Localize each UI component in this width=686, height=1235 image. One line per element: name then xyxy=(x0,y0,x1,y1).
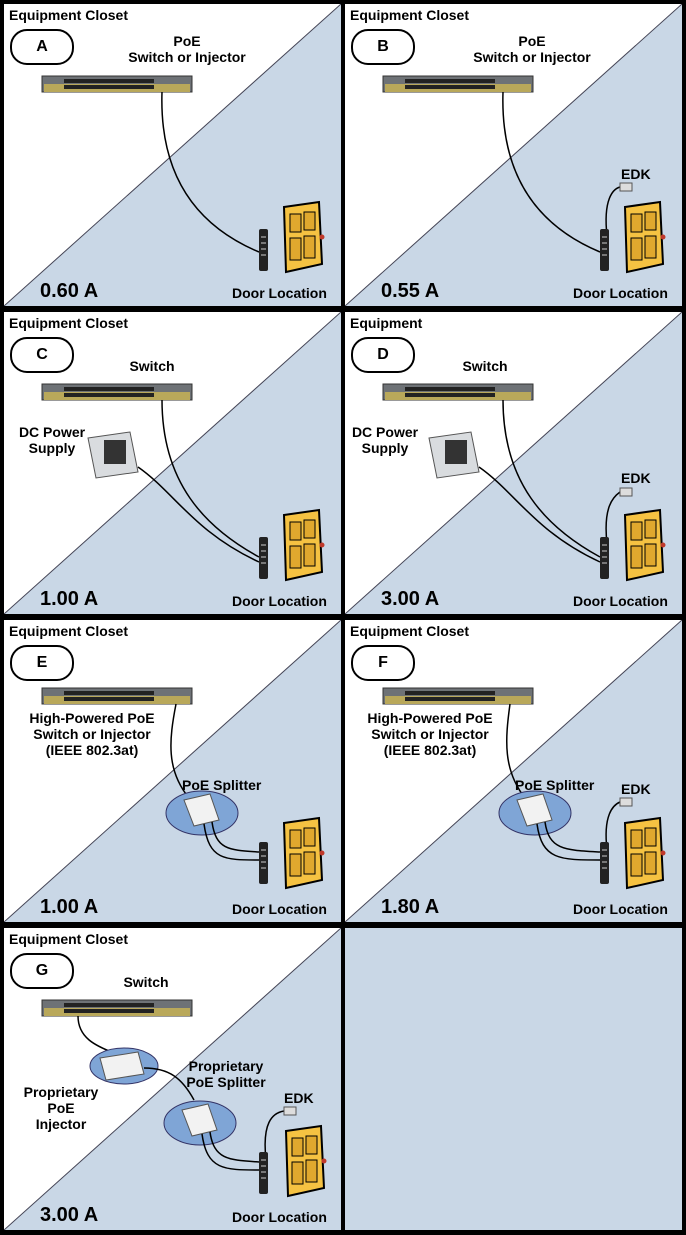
door-icon xyxy=(284,1124,327,1198)
wiring xyxy=(41,75,325,274)
closet-label: Equipment Closet xyxy=(9,315,129,331)
door-location-label: Door Location xyxy=(232,901,327,917)
wiring xyxy=(382,75,666,274)
keypad-reader-icon xyxy=(600,537,609,579)
high-powered-poe-switch-icon xyxy=(41,687,193,705)
poe-splitter-icon xyxy=(183,793,220,827)
switch-icon xyxy=(382,383,534,401)
door-location-label: Door Location xyxy=(573,285,668,301)
panel-letter-badge: E xyxy=(10,645,74,681)
door-icon xyxy=(623,816,666,890)
current-value: 1.00 A xyxy=(40,896,99,918)
keypad-reader-icon xyxy=(600,842,609,884)
closet-label: Equipment Closet xyxy=(350,7,470,23)
splitter-label: PoE Splitter xyxy=(515,777,595,793)
edk-icon xyxy=(283,1106,297,1116)
keypad-reader-icon xyxy=(259,229,268,271)
edk-label: EDK xyxy=(284,1090,314,1106)
switch-icon xyxy=(41,999,193,1017)
panel-letter-badge: B xyxy=(351,29,415,65)
edk-icon xyxy=(619,797,633,807)
switch-label: Switch xyxy=(129,358,175,374)
switch-label: Switch xyxy=(123,974,169,990)
edk-label: EDK xyxy=(621,781,651,797)
door-icon xyxy=(282,508,325,582)
keypad-reader-icon xyxy=(259,842,268,884)
high-powered-poe-switch-icon xyxy=(382,687,534,705)
door-icon xyxy=(623,508,666,582)
keypad-reader-icon xyxy=(259,537,268,579)
door-location-label: Door Location xyxy=(232,285,327,301)
current-value: 3.00 A xyxy=(40,1204,99,1226)
switch-label: Switch xyxy=(462,358,508,374)
empty-panel xyxy=(345,928,682,1230)
current-value: 0.55 A xyxy=(381,280,440,302)
panel-letter-badge: F xyxy=(351,645,415,681)
current-value: 0.60 A xyxy=(40,280,99,302)
door-icon xyxy=(282,200,325,274)
closet-label: Equipment Closet xyxy=(9,623,129,639)
door-location-label: Door Location xyxy=(573,593,668,609)
splitter-label: PoE Splitter xyxy=(182,777,262,793)
switch-icon xyxy=(41,383,193,401)
wiring xyxy=(382,383,666,582)
panel-letter-badge: G xyxy=(10,953,74,989)
poe-splitter-icon xyxy=(516,793,553,827)
wiring xyxy=(41,383,325,582)
closet-label: Equipment Closet xyxy=(9,931,129,947)
panel-letter-badge: D xyxy=(351,337,415,373)
closet-label: Equipment xyxy=(350,315,423,331)
door-icon xyxy=(282,816,325,890)
closet-label: Equipment Closet xyxy=(9,7,129,23)
dc-power-supply-icon xyxy=(428,431,480,479)
door-icon xyxy=(623,200,666,274)
closet-label: Equipment Closet xyxy=(350,623,470,639)
wiring xyxy=(41,687,325,890)
edk-icon xyxy=(619,182,633,192)
wiring xyxy=(382,687,666,890)
edk-label: EDK xyxy=(621,166,651,182)
edk-icon xyxy=(619,487,633,497)
poe-switch-icon xyxy=(41,75,193,93)
current-value: 3.00 A xyxy=(381,588,440,610)
panel-letter-badge: C xyxy=(10,337,74,373)
panel-letter-badge: A xyxy=(10,29,74,65)
proprietary-poe-splitter-icon xyxy=(181,1103,218,1137)
current-value: 1.80 A xyxy=(381,896,440,918)
door-location-label: Door Location xyxy=(232,593,327,609)
proprietary-poe-injector-icon xyxy=(99,1051,145,1081)
keypad-reader-icon xyxy=(600,229,609,271)
wiring xyxy=(41,999,327,1198)
edk-label: EDK xyxy=(621,470,651,486)
keypad-reader-icon xyxy=(259,1152,268,1194)
door-location-label: Door Location xyxy=(232,1209,327,1225)
poe-switch-icon xyxy=(382,75,534,93)
current-value: 1.00 A xyxy=(40,588,99,610)
door-location-label: Door Location xyxy=(573,901,668,917)
dc-power-supply-icon xyxy=(87,431,139,479)
